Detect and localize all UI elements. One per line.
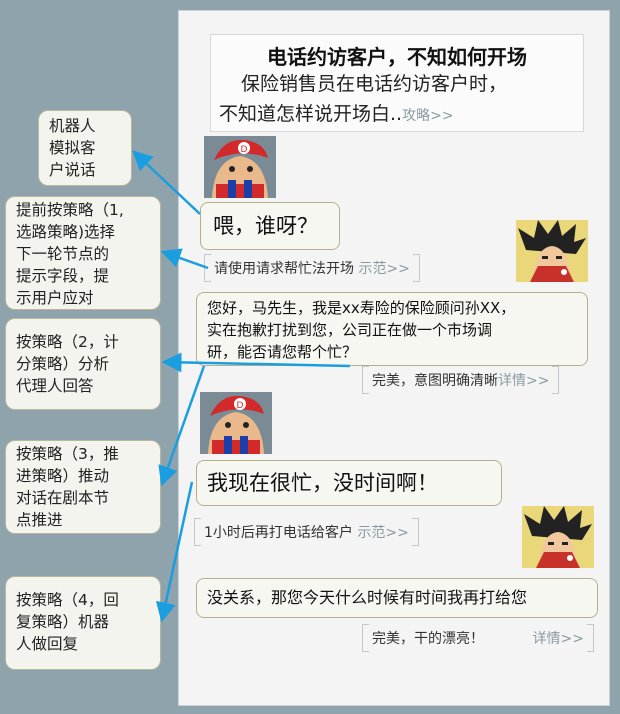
message-text: 我现在很忙，没时间啊！ [207, 471, 438, 495]
svg-text:D: D [237, 401, 244, 411]
note-route-strategy: 提前按策略（1, 选路策略)选择 下一轮节点的 提示字段，提 示用户应对 [5, 196, 161, 310]
details-link[interactable]: 详情>> [532, 631, 584, 647]
robot-face-icon: D [204, 136, 276, 198]
note-line: 对话在剧本节 [16, 489, 110, 507]
note-line: 提示字段，提 [16, 267, 110, 285]
note-line: 代理人回答 [16, 377, 94, 395]
evaluation-text: 完美，干的漂亮！ [372, 631, 484, 647]
robot-face-icon: D [200, 392, 272, 454]
agent-face-icon [522, 506, 594, 568]
agent-avatar [516, 220, 588, 282]
note-score-strategy: 按策略（2，计 分策略）分析 代理人回答 [5, 318, 161, 410]
note-line: 示用户应对 [16, 289, 94, 307]
robot-avatar: D [200, 392, 272, 454]
robot-message: 我现在很忙，没时间啊！ [196, 460, 502, 506]
hint-text: 请使用请求帮忙法开场 [214, 261, 354, 277]
evaluation-text: 完美，意图明确清晰 [372, 373, 498, 389]
scenario-desc-line2: 不知道怎样说开场白..攻略>> [219, 99, 454, 126]
suggestion-hint: 请使用请求帮忙法开场 示范>> [204, 254, 420, 282]
suggestion-hint: 1小时后再打电话给客户 示范>> [194, 518, 419, 546]
hint-text: 1小时后再打电话给客户 [204, 525, 353, 541]
message-line: 您好，马先生，我是xx寿险的保险顾问孙XX， [207, 299, 516, 317]
scenario-title: 电话约访客户，不知如何开场 [267, 45, 527, 69]
agent-avatar [522, 506, 594, 568]
note-line: 提前按策略（1, [16, 201, 124, 219]
note-line: 按策略（2，计 [16, 333, 119, 351]
note-line: 户说话 [49, 161, 96, 179]
note-line: 人做回复 [16, 635, 79, 653]
note-line: 模拟客 [49, 139, 96, 157]
scenario-desc-text: 不知道怎样说开场白.. [219, 103, 403, 125]
message-line: 研，能否请您帮个忙？ [207, 343, 358, 361]
agent-face-icon [516, 220, 588, 282]
evaluation-result: 完美，干的漂亮！ 详情>> [362, 624, 594, 652]
note-line: 点推进 [16, 511, 63, 529]
strategy-link[interactable]: 攻略>> [402, 108, 454, 124]
note-line: 按策略（3，推 [16, 445, 119, 463]
note-advance-strategy: 按策略（3，推 进策略）推动 对话在剧本节 点推进 [5, 440, 161, 534]
note-line: 复策略）机器 [16, 613, 110, 631]
note-line: 按策略（4，回 [16, 591, 119, 609]
evaluation-result: 完美，意图明确清晰详情>> [361, 366, 560, 394]
robot-message: 喂，谁呀？ [200, 202, 340, 250]
note-line: 下一轮节点的 [16, 245, 110, 263]
message-line: 实在抱歉打扰到您，公司正在做一个市场调 [207, 321, 493, 339]
note-line: 机器人 [49, 117, 96, 135]
details-link[interactable]: 详情>> [498, 373, 550, 389]
agent-message: 没关系，那您今天什么时候有时间我再打给您 [196, 578, 598, 618]
message-text: 没关系，那您今天什么时候有时间我再打给您 [207, 588, 528, 607]
message-text: 喂，谁呀？ [213, 214, 318, 238]
note-line: 进策略）推动 [16, 467, 110, 485]
note-reply-strategy: 按策略（4，回 复策略）机器 人做回复 [5, 576, 161, 670]
robot-avatar: D [204, 136, 276, 198]
scenario-card: 电话约访客户，不知如何开场 保险销售员在电话约访客户时， 不知道怎样说开场白..… [210, 34, 584, 132]
demo-link[interactable]: 示范>> [358, 261, 410, 277]
demo-link[interactable]: 示范>> [357, 525, 409, 541]
note-line: 选路策略)选择 [16, 223, 116, 241]
note-robot-simulate: 机器人 模拟客 户说话 [38, 110, 132, 186]
scenario-desc-line1: 保险销售员在电话约访客户时， [241, 73, 508, 95]
note-line: 分策略）分析 [16, 355, 110, 373]
agent-message: 您好，马先生，我是xx寿险的保险顾问孙XX， 实在抱歉打扰到您，公司正在做一个市… [196, 292, 588, 366]
svg-text:D: D [241, 145, 248, 155]
